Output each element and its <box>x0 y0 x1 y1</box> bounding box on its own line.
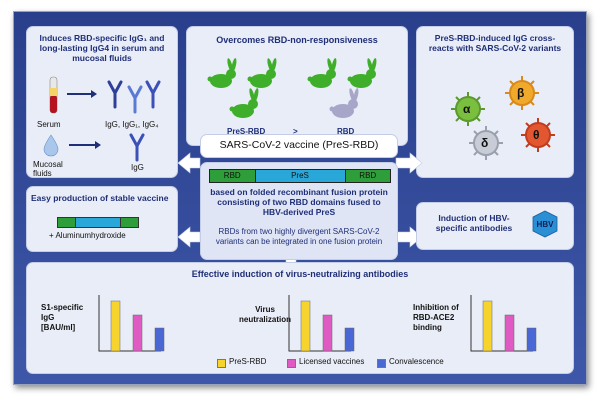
panel-title: Induces RBD-specific IgG₁ and long-lasti… <box>39 33 165 63</box>
droplet-icon <box>43 134 59 157</box>
igg-illustration <box>43 76 161 162</box>
panel-cross-reactivity: PreS-RBD-induced IgG cross-reacts with S… <box>416 26 574 178</box>
panel-hbv-antibodies: Induction of HBV-specific antibodies HBV <box>416 202 574 250</box>
legend-convalescence: Convalescence <box>389 357 444 366</box>
vaccine-description-normal: RBDs from two highly divergent SARS-CoV-… <box>215 227 383 246</box>
serum-ig-label: IgG, IgG₁, IgG₄ <box>105 120 159 129</box>
panel-non-responsiveness: Overcomes RBD-non-responsiveness <box>186 26 408 146</box>
chart-axis <box>288 295 351 352</box>
panel-title: Effective induction of virus-neutralizin… <box>191 269 409 279</box>
variants-illustration <box>451 76 555 160</box>
rbd-segment: RBD <box>210 170 256 182</box>
bar-charts <box>98 295 537 352</box>
legend-swatch-convalescence <box>377 359 386 368</box>
chart-bar-licensed-vaccines <box>132 314 143 352</box>
virus-theta-icon <box>521 118 555 152</box>
chart-axis <box>98 295 161 352</box>
chart-axis <box>470 295 533 352</box>
virus-beta-icon <box>505 76 539 110</box>
panel-neutralizing-antibodies: Effective induction of virus-neutralizin… <box>26 262 574 374</box>
antibody-icon <box>129 133 145 162</box>
blood-tube-icon <box>49 76 58 114</box>
panel-title: PreS-RBD-induced IgG cross-reacts with S… <box>428 33 562 53</box>
compare-sign: > <box>293 127 298 136</box>
variant-alpha: α <box>463 102 471 116</box>
vaccine-title-box: SARS-CoV-2 vaccine (PreS-RBD) <box>200 134 398 158</box>
chart-bar-licensed-vaccines <box>322 314 333 352</box>
rbd-label: RBD <box>337 127 355 136</box>
vaccine-description-bold: based on folded recombinant fusion prote… <box>210 187 388 217</box>
panel-title: Overcomes RBD-non-responsiveness <box>216 35 378 45</box>
virus-delta-icon <box>469 126 503 160</box>
legend-swatch-presrbd <box>217 359 226 368</box>
chart-bar-licensed-vaccines <box>504 314 515 352</box>
panel-stable-vaccine: Easy production of stable vaccine + Alum… <box>26 186 178 252</box>
vaccine-vial-bar <box>57 217 139 228</box>
serum-label: Serum <box>37 120 61 129</box>
panel-igg-induction: Induces RBD-specific IgG₁ and long-lasti… <box>26 26 178 178</box>
panel-title: Easy production of stable vaccine <box>31 193 169 203</box>
panel-title: Induction of HBV-specific antibodies <box>435 213 513 233</box>
legend-presrbd: PreS-RBD <box>229 357 267 366</box>
variant-delta: δ <box>481 136 489 150</box>
virus-alpha-icon <box>451 92 485 126</box>
chart-bar-pres-rbd <box>482 300 493 352</box>
variant-theta: θ <box>533 128 540 142</box>
adjuvant-label: + Aluminumhydroxide <box>49 231 126 240</box>
chart-bar-convalescence <box>344 327 355 352</box>
antibody-icon <box>127 85 143 114</box>
fusion-protein-bar: RBD PreS RBD <box>209 169 391 183</box>
legend-swatch-licensed <box>287 359 296 368</box>
chart-bar-pres-rbd <box>300 300 311 352</box>
antibody-icon <box>107 80 123 109</box>
chart-bar-convalescence <box>154 327 165 352</box>
figure-frame: Induces RBD-specific IgG₁ and long-lasti… <box>13 11 587 385</box>
chart-bar-pres-rbd <box>110 300 121 352</box>
hbv-badge-label: HBV <box>536 220 554 229</box>
chart3-label: Inhibition of RBD-ACE2 binding <box>413 303 459 332</box>
presrbd-label: PreS-RBD <box>227 127 266 136</box>
variant-beta: β <box>517 86 525 100</box>
legend: PreS-RBD Licensed vaccines Convalescence <box>217 357 477 369</box>
chart2-label: Virus neutralization <box>238 305 291 324</box>
rbd-segment: RBD <box>345 170 390 182</box>
panel-vaccine-description: RBD PreS RBD based on folded recombinant… <box>200 162 398 260</box>
antibody-icon <box>145 80 161 109</box>
mucosal-label: Mucosal fluids <box>33 160 63 178</box>
hbv-badge <box>532 210 558 238</box>
vaccine-title: SARS-CoV-2 vaccine (PreS-RBD) <box>219 139 379 151</box>
legend-licensed: Licensed vaccines <box>299 357 365 366</box>
connector-arrows <box>177 152 423 275</box>
chart-bar-convalescence <box>526 327 537 352</box>
pres-segment: PreS <box>255 170 346 182</box>
mucosal-ig-label: IgG <box>131 163 144 172</box>
chart1-label: S1-specific IgG [BAU/ml] <box>41 303 84 332</box>
